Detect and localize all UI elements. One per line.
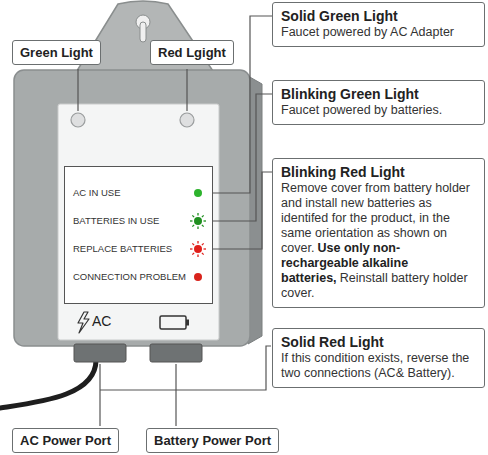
label-box: Green Light xyxy=(12,40,101,65)
indicator-dot xyxy=(189,212,207,230)
callout-body-block: Faucet powered by AC Adapter xyxy=(281,25,476,40)
label-box: Battery Power Port xyxy=(146,428,279,453)
callout-body: Faucet powered by batteries. xyxy=(281,103,442,117)
indicator-dot xyxy=(189,268,207,286)
callout-box: Solid Red LightIf this condition exists,… xyxy=(272,328,485,388)
status-row: REPLACE BATTERIES xyxy=(65,235,212,263)
callout-body: Faucet powered by AC Adapter xyxy=(281,25,454,39)
power-label: AC xyxy=(92,313,111,330)
callout-box: Blinking Red LightRemove cover from batt… xyxy=(272,158,485,308)
label-box: AC Power Port xyxy=(12,428,119,453)
leader-line xyxy=(100,346,271,390)
callout-heading: Blinking Red Light xyxy=(281,163,476,181)
callout-heading: Solid Red Light xyxy=(281,333,476,351)
housing-front xyxy=(14,70,250,346)
front-label xyxy=(58,104,219,340)
callout-box: Blinking Green LightFaucet powered by ba… xyxy=(272,80,485,125)
keyhole-slot xyxy=(140,22,146,42)
leader-line xyxy=(175,364,176,426)
leader-line xyxy=(186,69,187,111)
lightning-symbol xyxy=(78,312,89,333)
leader-line xyxy=(77,69,78,111)
power-cable xyxy=(0,360,96,408)
status-row: BATTERIES IN USE xyxy=(65,207,212,235)
status-text: BATTERIES IN USE xyxy=(73,207,186,235)
status-text: AC IN USE xyxy=(73,179,186,207)
callout-body-block: If this condition exists, reverse the tw… xyxy=(281,351,476,381)
label-box: Red Lgight xyxy=(150,40,234,65)
leader-line xyxy=(213,94,272,221)
status-panel: AC IN USEBATTERIES IN USEREPLACE BATTERI… xyxy=(64,166,213,304)
battery-port xyxy=(150,344,202,362)
battery-symbol-nub xyxy=(186,320,189,326)
callout-body: If this condition exists, reverse the tw… xyxy=(281,351,469,380)
callout-heading: Solid Green Light xyxy=(281,7,476,25)
battery-symbol xyxy=(160,316,186,329)
indicator-dot xyxy=(189,240,207,258)
green-led xyxy=(71,113,85,127)
callout-body-block: Faucet powered by batteries. xyxy=(281,103,476,118)
label-text: AC Power Port xyxy=(20,432,111,449)
status-text: REPLACE BATTERIES xyxy=(73,235,186,263)
status-row: CONNECTION PROBLEM xyxy=(65,263,212,291)
status-text: CONNECTION PROBLEM xyxy=(73,263,186,291)
red-led xyxy=(180,113,194,127)
label-text: Red Lgight xyxy=(158,44,226,61)
status-row: AC IN USE xyxy=(65,179,212,207)
ac-port xyxy=(74,344,126,362)
indicator-dot xyxy=(189,184,207,202)
label-text: Battery Power Port xyxy=(154,432,271,449)
callout-body-block: Remove cover from battery holder and ins… xyxy=(281,181,476,301)
leader-line xyxy=(213,172,272,249)
callout-box: Solid Green LightFaucet powered by AC Ad… xyxy=(272,2,485,47)
callout-heading: Blinking Green Light xyxy=(281,85,476,103)
leader-line xyxy=(99,364,100,426)
label-text: Green Light xyxy=(20,44,93,61)
